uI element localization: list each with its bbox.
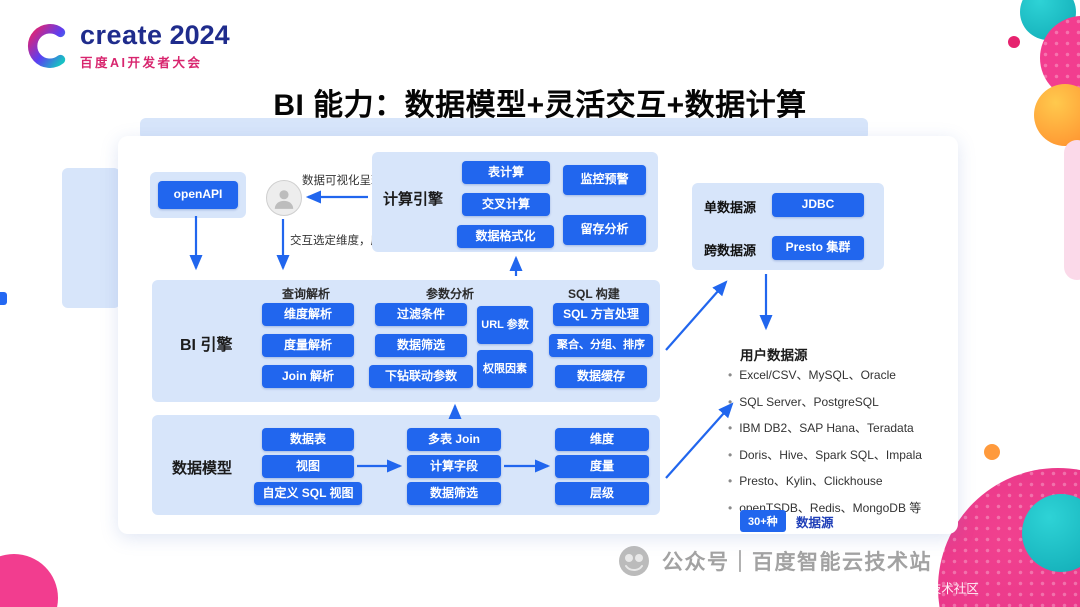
list-item: Doris、Hive、Spark SQL、Impala bbox=[728, 446, 963, 463]
data-model-label: 数据模型 bbox=[172, 460, 233, 477]
decor-orange-dot-bottom bbox=[984, 444, 1000, 460]
node-sql-dialect: SQL 方言处理 bbox=[553, 303, 649, 326]
openapi-node: openAPI bbox=[158, 181, 238, 209]
param-analysis-header: 参数分析 bbox=[426, 287, 475, 301]
watermark-icon bbox=[619, 546, 649, 576]
decor-magenta-dot-top bbox=[1008, 36, 1020, 48]
sql-build-header: SQL 构建 bbox=[568, 287, 620, 301]
decor-blue-tick-left bbox=[0, 292, 7, 305]
node-data-filter-model: 数据筛选 bbox=[407, 482, 501, 505]
logo-wordmark: create bbox=[80, 20, 163, 50]
node-jdbc: JDBC bbox=[772, 193, 864, 217]
query-parse-header: 查询解析 bbox=[282, 287, 331, 301]
watermark-text: 公众号｜百度智能云技术站 bbox=[662, 551, 932, 574]
node-hierarchy: 层级 bbox=[555, 482, 649, 505]
logo-c-icon bbox=[28, 23, 66, 68]
brand-logo: create 2024 百度AI开发者大会 bbox=[26, 20, 230, 71]
single-source-label: 单数据源 bbox=[704, 200, 757, 215]
watermark: 公众号｜百度智能云技术站 bbox=[616, 543, 932, 579]
node-table-calc: 表计算 bbox=[462, 161, 550, 184]
person-icon bbox=[274, 190, 294, 209]
cross-source-label: 跨数据源 bbox=[704, 243, 757, 258]
list-item: Excel/CSV、MySQL、Oracle bbox=[728, 366, 963, 383]
viz-flow-label: 数据可视化呈现 bbox=[302, 175, 383, 187]
node-presto-cluster: Presto 集群 bbox=[772, 236, 864, 260]
decor-pink-strip-right bbox=[1064, 140, 1080, 280]
node-join-parse: Join 解析 bbox=[262, 365, 354, 388]
node-custom-sql-view: 自定义 SQL 视图 bbox=[254, 482, 362, 505]
node-calc-field: 计算字段 bbox=[407, 455, 501, 478]
node-drilldown-params: 下钻联动参数 bbox=[369, 365, 473, 388]
node-filter-condition: 过滤条件 bbox=[375, 303, 467, 326]
backdrop-strip-top bbox=[140, 118, 868, 140]
sources-count-badge: 30+种 bbox=[740, 510, 786, 532]
decor-pink-corner-bottomleft bbox=[0, 554, 58, 607]
node-measure-parse: 度量解析 bbox=[262, 334, 354, 357]
list-item: SQL Server、PostgreSQL bbox=[728, 393, 963, 410]
backdrop-strip-left bbox=[62, 168, 120, 308]
logo-year: 2024 bbox=[169, 20, 230, 50]
user-sources-title: 用户数据源 bbox=[740, 348, 808, 363]
node-agg-group-sort: 聚合、分组、排序 bbox=[549, 334, 653, 357]
credit-text: @稀土掘金技术社区 bbox=[866, 582, 979, 596]
node-data-filter-param: 数据筛选 bbox=[375, 334, 467, 357]
node-data-table: 数据表 bbox=[262, 428, 354, 451]
sources-count-suffix: 数据源 bbox=[796, 516, 834, 530]
node-retention-analysis: 留存分析 bbox=[563, 215, 646, 245]
compute-engine-label: 计算引擎 bbox=[383, 191, 444, 208]
node-data-cache: 数据缓存 bbox=[555, 365, 647, 388]
node-view: 视图 bbox=[262, 455, 354, 478]
user-sources-list: Excel/CSV、MySQL、Oracle SQL Server、Postgr… bbox=[728, 366, 963, 525]
slide-title: BI 能力：数据模型+灵活交互+数据计算 bbox=[273, 89, 807, 122]
node-multi-table-join: 多表 Join bbox=[407, 428, 501, 451]
node-cross-calc: 交叉计算 bbox=[462, 193, 550, 216]
user-avatar bbox=[266, 180, 302, 216]
list-item: Presto、Kylin、Clickhouse bbox=[728, 472, 963, 489]
interact-flow-label: 交互选定维度，度量 bbox=[290, 235, 394, 247]
decor-teal-circle-bottom bbox=[1022, 494, 1080, 572]
node-url-params: URL 参数 bbox=[477, 306, 533, 344]
node-data-format: 数据格式化 bbox=[457, 225, 554, 248]
node-dimension: 维度 bbox=[555, 428, 649, 451]
node-monitor-alert: 监控预警 bbox=[563, 165, 646, 195]
node-permission-factor: 权限因素 bbox=[477, 350, 533, 388]
node-dimension-parse: 维度解析 bbox=[262, 303, 354, 326]
node-measure: 度量 bbox=[555, 455, 649, 478]
list-item: IBM DB2、SAP Hana、Teradata bbox=[728, 419, 963, 436]
bi-engine-label: BI 引擎 bbox=[180, 337, 233, 354]
decor-orange-ball bbox=[1034, 84, 1080, 146]
logo-subtitle: 百度AI开发者大会 bbox=[80, 56, 203, 70]
brand-text: create 2024 百度AI开发者大会 bbox=[80, 20, 230, 71]
